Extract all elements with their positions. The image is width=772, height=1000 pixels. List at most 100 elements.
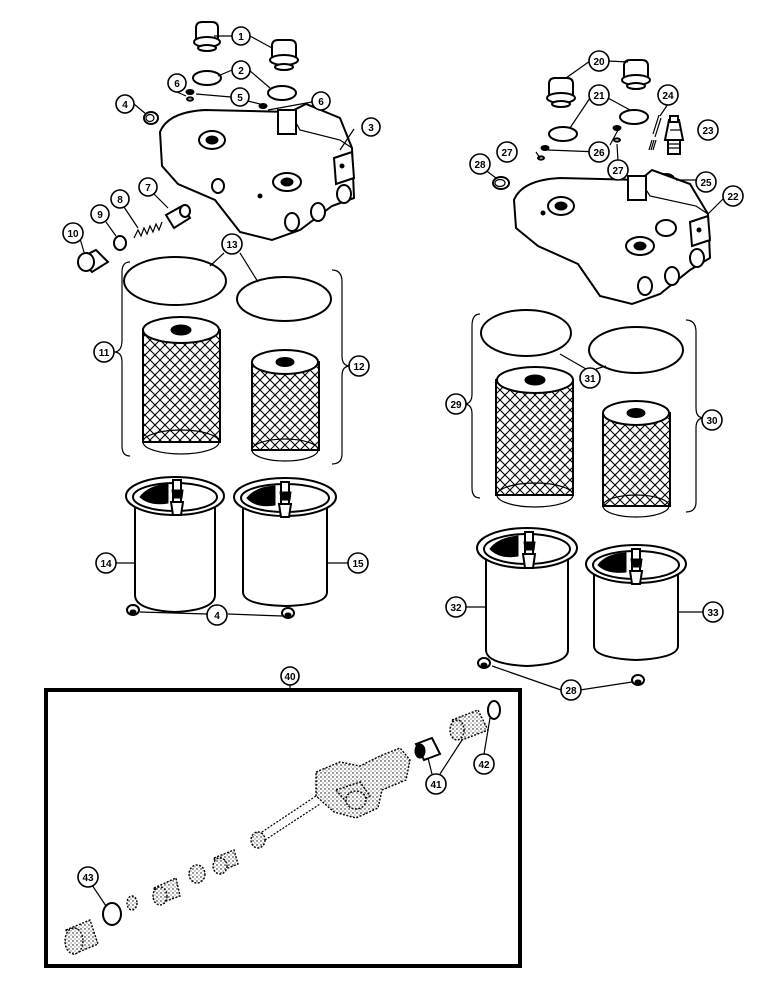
washer-part-2-right bbox=[267, 85, 297, 101]
filter-bowl-part-14 bbox=[125, 476, 225, 614]
bracket-part-30 bbox=[685, 319, 705, 513]
callout-12: 12 bbox=[348, 355, 370, 377]
valve-washer-part-small bbox=[126, 895, 138, 911]
filter-bowl-part-32 bbox=[476, 527, 578, 668]
filter-element-part-30 bbox=[602, 400, 671, 518]
drain-plug-part-28-left bbox=[477, 657, 491, 669]
filter-head-part-3 bbox=[158, 102, 356, 242]
svg-text:43: 43 bbox=[82, 873, 94, 884]
svg-text:31: 31 bbox=[584, 374, 596, 385]
svg-text:28: 28 bbox=[474, 160, 486, 171]
callout-5: 5 bbox=[230, 87, 250, 107]
callout-41: 41 bbox=[425, 773, 447, 795]
svg-text:26: 26 bbox=[593, 148, 605, 159]
callout-8: 8 bbox=[110, 189, 130, 209]
washer-part-21-left bbox=[548, 126, 578, 142]
left-leader-lines bbox=[77, 35, 355, 617]
svg-text:6: 6 bbox=[318, 97, 324, 108]
callout-6-left: 6 bbox=[167, 73, 187, 93]
callout-27-right: 27 bbox=[607, 159, 629, 181]
o-ring-part-9 bbox=[113, 235, 127, 251]
valve-ball-part bbox=[188, 864, 206, 884]
valve-guide-part bbox=[152, 877, 181, 906]
gasket-part-13-right bbox=[236, 276, 332, 322]
svg-text:20: 20 bbox=[593, 57, 605, 68]
washer-part-21-right bbox=[619, 109, 649, 125]
washer-part-42 bbox=[487, 700, 501, 720]
filter-element-part-11 bbox=[142, 316, 221, 455]
filter-head-part-22 bbox=[512, 168, 712, 306]
callout-20: 20 bbox=[588, 50, 610, 72]
gasket-part-31-right bbox=[588, 326, 684, 374]
callout-21: 21 bbox=[588, 84, 610, 106]
svg-text:6: 6 bbox=[174, 79, 180, 90]
right-leader-lines bbox=[464, 60, 727, 691]
callout-22: 22 bbox=[722, 185, 744, 207]
svg-text:2: 2 bbox=[238, 66, 244, 77]
callout-31: 31 bbox=[579, 367, 601, 389]
gasket-part-31-left bbox=[480, 309, 572, 357]
inset-valve-detail: 40 bbox=[44, 666, 522, 968]
fitting-part-41 bbox=[414, 736, 442, 762]
callout-3: 3 bbox=[361, 117, 381, 137]
svg-text:23: 23 bbox=[702, 126, 714, 137]
callout-29: 29 bbox=[445, 393, 467, 415]
callout-11: 11 bbox=[93, 341, 115, 363]
svg-text:24: 24 bbox=[662, 91, 674, 102]
callout-43: 43 bbox=[77, 866, 99, 888]
svg-text:10: 10 bbox=[67, 229, 79, 240]
callout-27-left: 27 bbox=[496, 141, 518, 163]
filter-bowl-part-15 bbox=[233, 477, 337, 608]
svg-text:13: 13 bbox=[226, 240, 238, 251]
valve-spring-part bbox=[212, 849, 239, 875]
callout-40: 40 bbox=[280, 666, 300, 686]
callout-2: 2 bbox=[231, 60, 251, 80]
callout-4-lower: 4 bbox=[206, 604, 228, 626]
callout-32: 32 bbox=[445, 596, 467, 618]
svg-text:32: 32 bbox=[450, 603, 462, 614]
valve-body-part bbox=[250, 747, 411, 849]
svg-text:4: 4 bbox=[122, 100, 128, 111]
svg-text:33: 33 bbox=[707, 608, 719, 619]
seal-washer-part-43 bbox=[102, 902, 122, 926]
svg-text:8: 8 bbox=[117, 195, 123, 206]
plug-part-10 bbox=[77, 248, 110, 274]
drain-plug-part-4-right bbox=[281, 607, 295, 619]
valve-part-23 bbox=[663, 115, 685, 155]
drain-plug-part-28-right bbox=[631, 674, 645, 686]
pipe-plug-part-4-upper bbox=[143, 111, 159, 125]
svg-text:40: 40 bbox=[284, 672, 296, 683]
svg-text:42: 42 bbox=[478, 760, 490, 771]
svg-text:11: 11 bbox=[99, 348, 110, 359]
filter-bowl-part-33 bbox=[585, 544, 687, 662]
callout-10: 10 bbox=[62, 222, 84, 244]
gasket-part-13-left bbox=[123, 256, 227, 306]
nut-part-42 bbox=[449, 709, 489, 741]
screw-part-26 bbox=[537, 125, 622, 161]
svg-text:41: 41 bbox=[430, 780, 442, 791]
svg-text:29: 29 bbox=[450, 400, 462, 411]
svg-text:3: 3 bbox=[368, 123, 374, 134]
callout-1: 1 bbox=[231, 26, 251, 46]
plug-part-20-left bbox=[546, 77, 576, 108]
bracket-part-12 bbox=[331, 269, 351, 465]
right-filter-assembly: 20 21 24 23 27 26 27 28 25 22 29 31 30 3… bbox=[445, 50, 744, 701]
svg-text:22: 22 bbox=[727, 192, 739, 203]
washer-part-2-left bbox=[192, 70, 222, 86]
plug-part-20-right bbox=[621, 59, 651, 90]
callout-9: 9 bbox=[90, 204, 110, 224]
callout-25: 25 bbox=[695, 171, 717, 193]
callout-14: 14 bbox=[95, 552, 117, 574]
callout-26: 26 bbox=[588, 141, 610, 163]
svg-text:15: 15 bbox=[352, 559, 364, 570]
filter-element-part-29 bbox=[495, 366, 574, 508]
left-filter-assembly: 1 2 3 4 5 6 6 7 8 9 10 11 12 13 14 15 4 bbox=[62, 21, 381, 626]
svg-text:28: 28 bbox=[565, 686, 577, 697]
plug-part-1-right bbox=[269, 39, 299, 71]
valve-sleeve-part-7 bbox=[164, 204, 192, 230]
callout-33: 33 bbox=[702, 601, 724, 623]
spring-part-8 bbox=[133, 221, 163, 239]
svg-text:1: 1 bbox=[238, 32, 244, 43]
svg-text:12: 12 bbox=[353, 362, 365, 373]
